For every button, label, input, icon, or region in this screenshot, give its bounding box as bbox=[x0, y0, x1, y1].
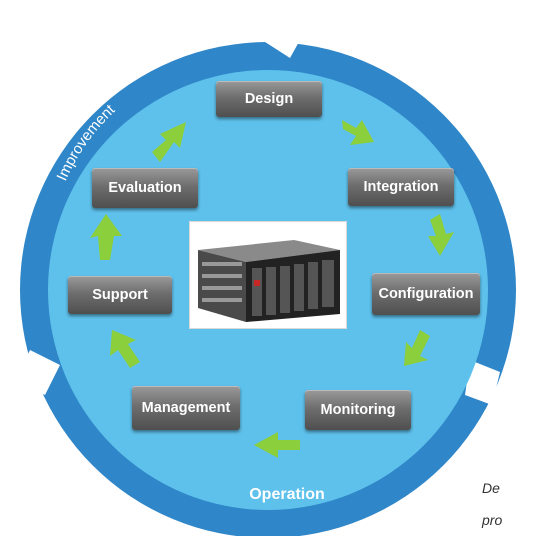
ring-gap-left bbox=[16, 350, 60, 395]
step-integration: Integration bbox=[348, 168, 454, 206]
arrow-management-to-support bbox=[110, 330, 140, 368]
arrow-evaluation-to-design bbox=[152, 122, 186, 162]
step-evaluation: Evaluation bbox=[92, 168, 198, 208]
phase-operation: Operation bbox=[249, 486, 325, 503]
flow-arrows bbox=[90, 120, 454, 458]
step-design: Design bbox=[216, 81, 322, 117]
arrow-monitoring-to-management bbox=[254, 432, 300, 458]
step-support: Support bbox=[68, 276, 172, 314]
ring-gap-top bbox=[262, 10, 300, 58]
caption-line-2: pro bbox=[482, 512, 503, 528]
server-chassis-icon bbox=[198, 240, 340, 322]
blade-server-photo bbox=[190, 222, 346, 328]
arrow-integration-to-configuration bbox=[428, 214, 454, 256]
step-configuration: Configuration bbox=[372, 273, 480, 315]
ring-gap-right bbox=[465, 360, 500, 405]
step-management: Management bbox=[132, 386, 240, 430]
caption-line-1: De bbox=[482, 480, 500, 496]
arrow-configuration-to-monitoring bbox=[404, 330, 430, 366]
step-monitoring: Monitoring bbox=[305, 390, 411, 430]
arrow-support-to-evaluation bbox=[90, 214, 122, 260]
arrow-design-to-integration bbox=[342, 120, 374, 145]
